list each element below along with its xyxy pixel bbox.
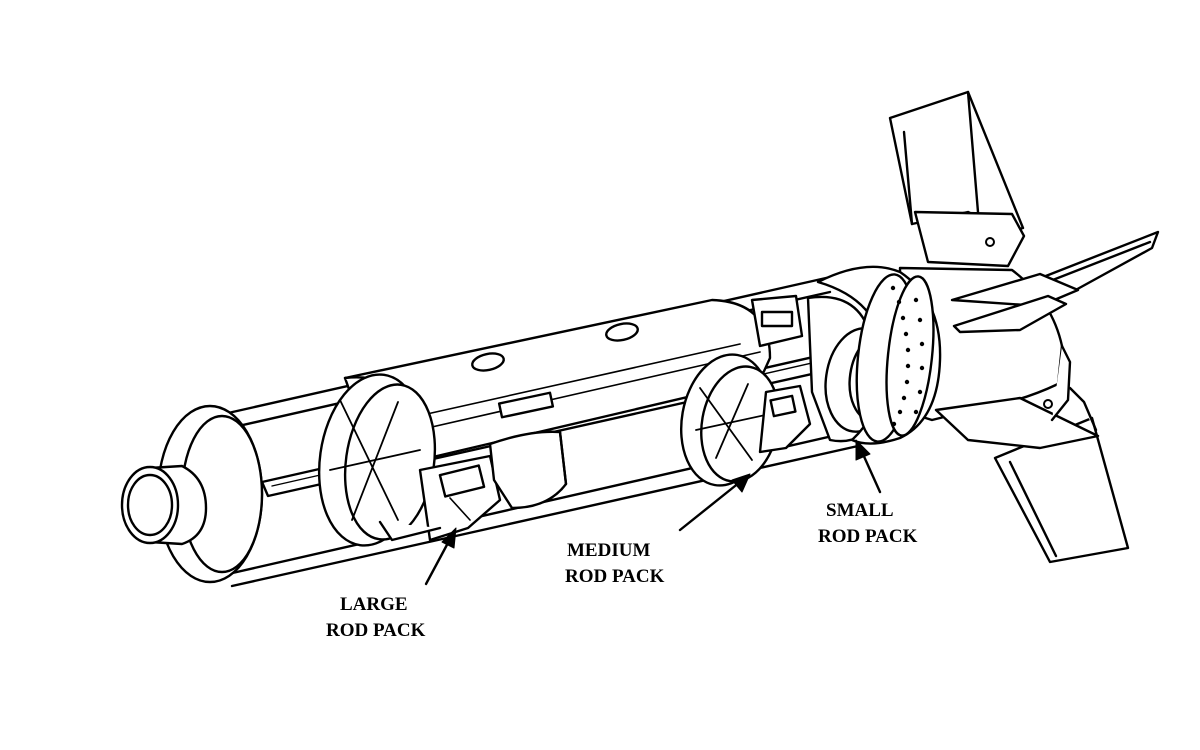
leader-arrows xyxy=(424,439,882,586)
large-rod-pack-label-line-2: ROD PACK xyxy=(326,620,426,641)
tail-fin-upper xyxy=(888,90,1025,234)
mid-segment xyxy=(488,391,568,510)
small-rod-pack-label-line-2: ROD PACK xyxy=(818,526,918,547)
tail-cone xyxy=(898,210,1100,450)
large-rod-pack-label-line-1: LARGE xyxy=(340,594,408,615)
large-rod-pack xyxy=(317,373,502,547)
small-rod-pack-label-line-1: SMALL xyxy=(826,500,894,521)
bulkhead-ring xyxy=(816,265,942,445)
nose-cap xyxy=(120,464,208,546)
medium-rod-pack xyxy=(679,294,812,487)
large-rod-pack-arrow xyxy=(424,527,457,586)
small-rod-pack-arrow xyxy=(855,439,882,494)
medium-rod-pack-label-line-2: ROD PACK xyxy=(565,566,665,587)
medium-rod-pack-arrow xyxy=(678,473,751,532)
medium-rod-pack-label-line-1: MEDIUM xyxy=(567,540,651,561)
